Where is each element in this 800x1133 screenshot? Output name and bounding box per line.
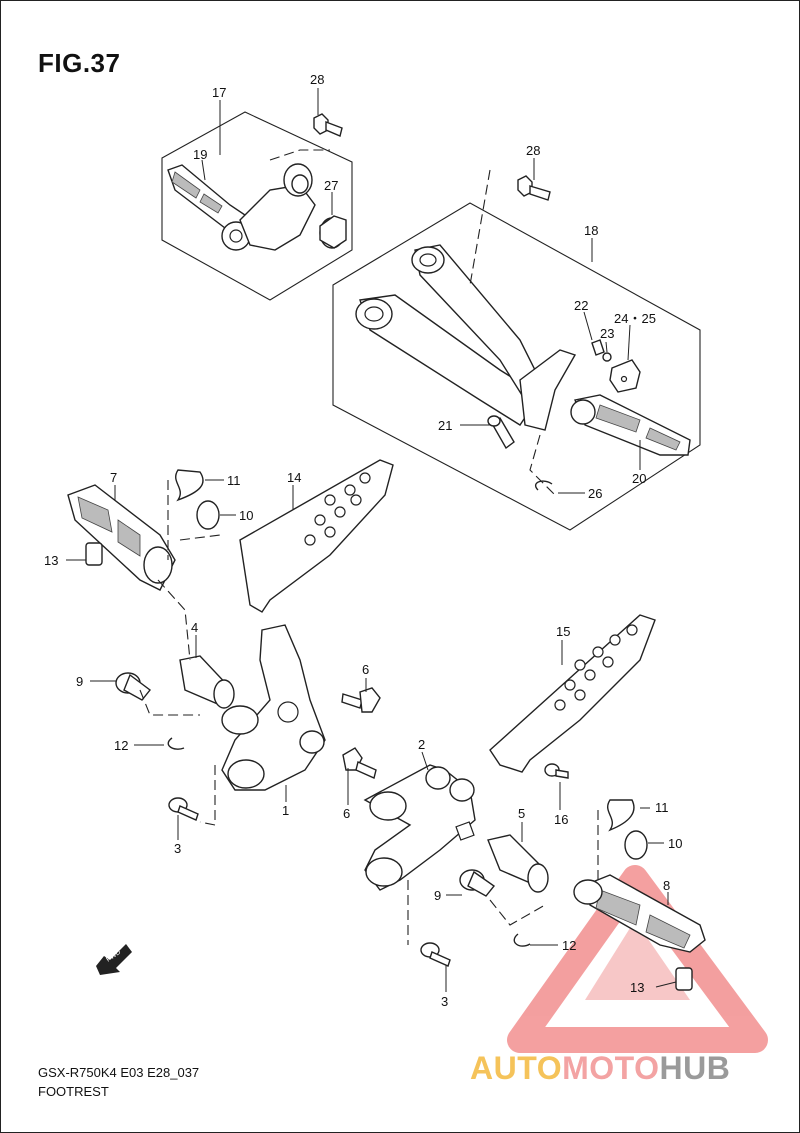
callout-24-25: 24・25 — [614, 311, 656, 326]
callout-8: 8 — [663, 878, 670, 893]
callout-16: 16 — [554, 812, 568, 827]
bolt-3-left — [168, 797, 199, 821]
collar-10-left — [196, 500, 220, 530]
callout-28-upper: 28 — [310, 72, 324, 87]
callout-15: 15 — [556, 624, 570, 639]
callout-11-left: 11 — [227, 473, 241, 488]
callout-17: 17 — [212, 85, 226, 100]
callout-22: 22 — [574, 298, 588, 313]
rubber-13-left — [85, 542, 103, 566]
bolt-6-upper — [341, 687, 381, 713]
figure-title: FIG.37 — [38, 48, 121, 78]
watermark-text: AUTOMOTOHUB — [470, 1050, 730, 1087]
assembly-dashed-lines — [139, 149, 599, 945]
callout-12-left: 12 — [114, 738, 128, 753]
spring-11-right — [607, 799, 635, 832]
callout-27: 27 — [324, 178, 338, 193]
ball-23 — [602, 352, 612, 362]
callout-5: 5 — [518, 806, 525, 821]
callout-13-right: 13 — [630, 980, 644, 995]
callout-4: 4 — [191, 620, 198, 635]
rear-bracket-18 — [355, 244, 577, 431]
callout-10-left: 10 — [239, 508, 253, 523]
callout-20: 20 — [632, 471, 646, 486]
heel-plate-15 — [489, 614, 656, 773]
callout-23: 23 — [600, 326, 614, 341]
pin-9-left — [115, 672, 151, 701]
pin-9-right — [459, 869, 496, 897]
callout-28-lower: 28 — [526, 143, 540, 158]
front-footrest-7 — [67, 484, 176, 591]
diagram-footer: GSX-R750K4 E03 E28_037 FOOTREST — [38, 1063, 199, 1101]
callout-6-upper: 6 — [362, 662, 369, 677]
collar-27 — [319, 215, 347, 249]
callout-13-left: 13 — [44, 553, 58, 568]
watermark-part-1: AUTO — [470, 1050, 563, 1086]
pivot-pin-5 — [487, 834, 549, 893]
rear-footrest-20 — [570, 394, 691, 456]
assembly-17-box — [161, 111, 353, 301]
bolt-28-lower — [517, 175, 551, 201]
model-code: GSX-R750K4 E03 E28_037 — [38, 1065, 200, 1080]
heel-plate-14 — [239, 459, 394, 613]
clip-12-right — [513, 933, 531, 947]
callout-9-right: 9 — [434, 888, 441, 903]
fwd-arrow-icon: FWD — [96, 944, 132, 975]
callout-3-right: 3 — [441, 994, 448, 1009]
spring-11-left — [175, 469, 204, 502]
callout-1: 1 — [282, 803, 289, 818]
callout-6-lower: 6 — [343, 806, 350, 821]
footrest-19 — [167, 164, 251, 251]
callout-labels: 17 19 28 27 28 18 22 23 24・25 21 20 26 7… — [44, 72, 682, 1009]
front-footrest-8 — [573, 874, 706, 953]
callout-2: 2 — [418, 737, 425, 752]
callout-14: 14 — [287, 470, 301, 485]
callout-26: 26 — [588, 486, 602, 501]
watermark-logo — [507, 865, 768, 1053]
footrest-bracket-17 — [239, 163, 316, 251]
assembly-18-box — [332, 202, 701, 531]
pivot-pin-4 — [179, 655, 235, 709]
clip-26 — [534, 480, 553, 491]
bolt-6-lower — [342, 747, 377, 779]
section-name: FOOTREST — [38, 1084, 109, 1099]
rubber-13-right — [675, 967, 693, 991]
callout-18: 18 — [584, 223, 598, 238]
plate-24-25 — [609, 359, 641, 393]
clip-12-left — [167, 737, 185, 750]
callout-7: 7 — [110, 470, 117, 485]
collar-10-right — [624, 830, 648, 860]
bolt-16 — [544, 763, 569, 779]
watermark-part-3: HUB — [659, 1050, 731, 1086]
leader-lines — [66, 88, 677, 992]
callout-19: 19 — [193, 147, 207, 162]
callout-10-right: 10 — [668, 836, 682, 851]
front-bracket-2 — [363, 764, 476, 891]
pin-21 — [487, 415, 515, 450]
callout-9-left: 9 — [76, 674, 83, 689]
spring-22 — [591, 339, 605, 356]
callout-3-left: 3 — [174, 841, 181, 856]
callout-11-right: 11 — [655, 800, 669, 815]
bolt-3-right — [420, 942, 451, 967]
callout-21: 21 — [438, 418, 452, 433]
callout-12-right: 12 — [562, 938, 576, 953]
bolt-28-upper — [313, 113, 343, 137]
front-bracket-1 — [221, 624, 326, 791]
watermark-part-2: MOTO — [562, 1050, 660, 1086]
